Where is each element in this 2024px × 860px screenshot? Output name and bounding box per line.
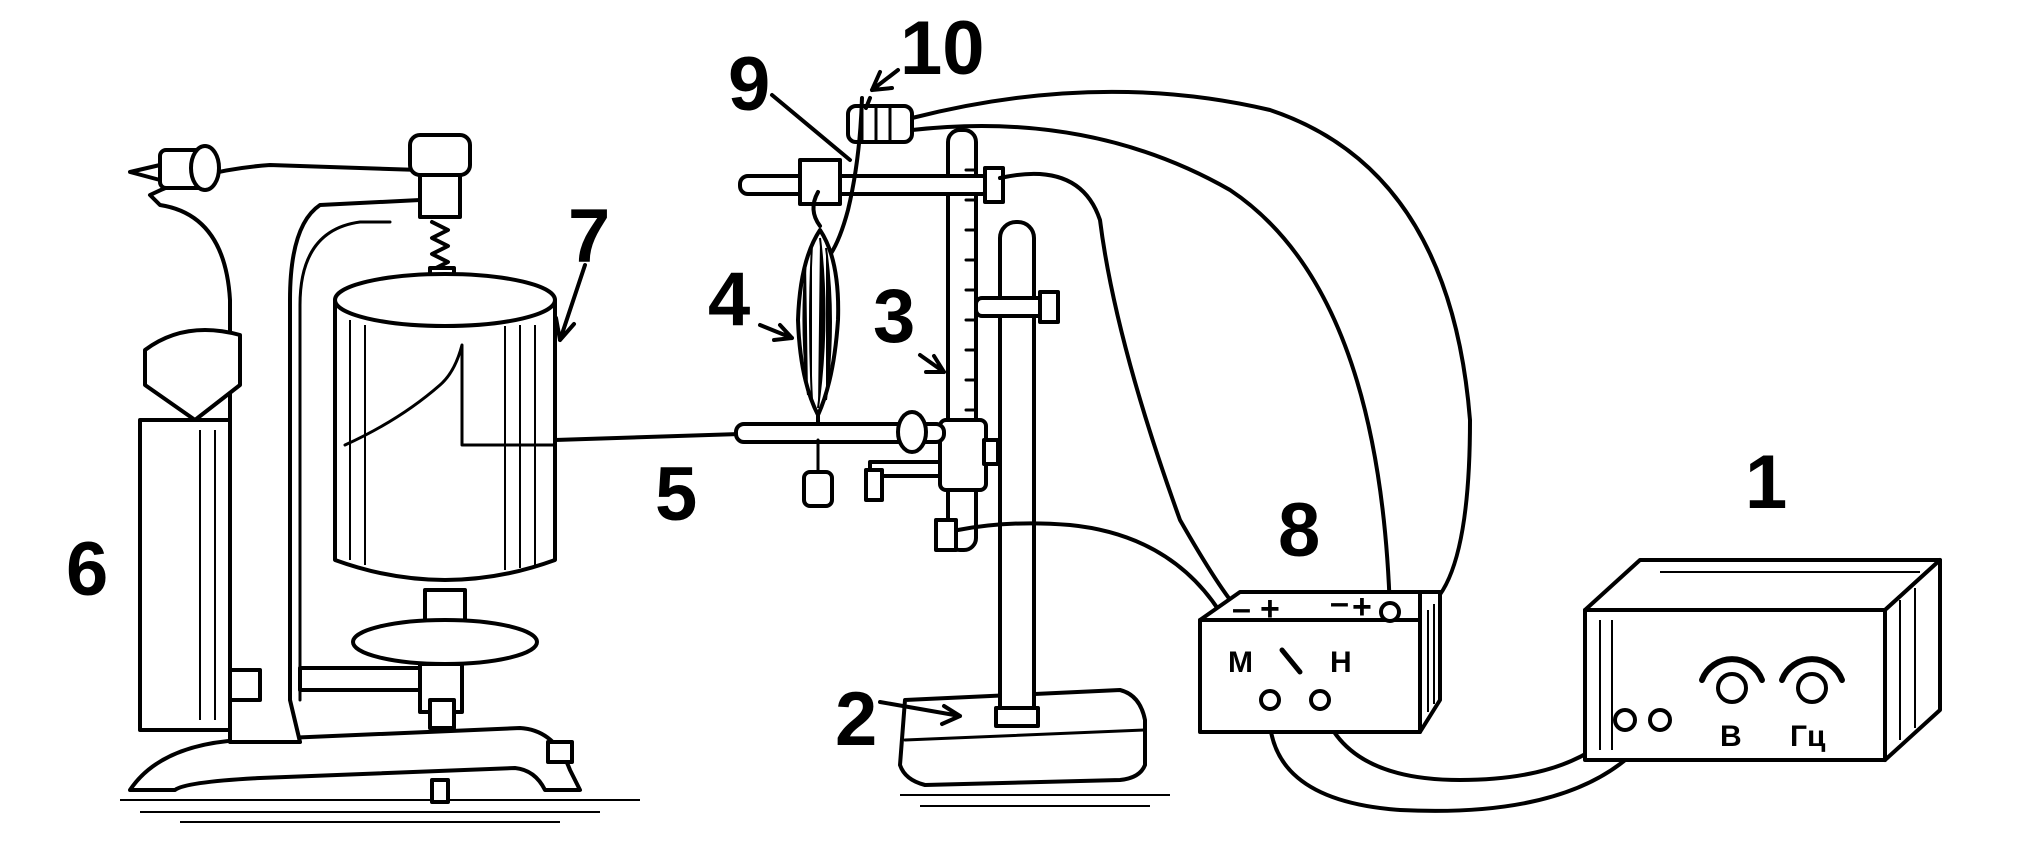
callout-arrows — [554, 68, 962, 726]
stand-rod-foot — [994, 706, 1040, 728]
arrow-2 — [878, 700, 962, 726]
kymograph-trace — [343, 343, 557, 447]
stand-base-top — [903, 728, 1147, 742]
label-8: 8 — [1278, 488, 1320, 573]
upper-arm-bar — [738, 174, 992, 196]
electrode-wire — [828, 96, 864, 257]
muscle-fibers — [802, 237, 832, 409]
kymograph-top-knob — [408, 133, 472, 177]
upper-arm-end-knob — [983, 166, 1005, 204]
stimulator-front — [1198, 618, 1422, 734]
stimulator-switch-icon — [1279, 647, 1303, 675]
label-4: 4 — [708, 257, 750, 342]
muscle-holder-scale — [964, 168, 978, 412]
lever-bar — [734, 422, 946, 444]
label-3: 3 — [873, 274, 915, 359]
kymograph-spindle-thread — [430, 220, 450, 272]
stimulator-top-terminal-1: – — [1232, 590, 1251, 628]
writing-lever — [553, 410, 946, 508]
kymograph-shadow — [120, 799, 640, 823]
kymograph-motor-cap — [143, 328, 242, 422]
stand-shadow — [900, 794, 1170, 807]
stimulator-side — [1418, 590, 1442, 734]
kymograph-frame-inner — [298, 220, 392, 702]
label-2: 2 — [835, 677, 877, 762]
kymograph-motor-coupling — [228, 668, 262, 702]
wire-lever-to-stimulator — [956, 521, 1222, 614]
stand-upper-clamp — [974, 296, 1046, 318]
stimulator-top-terminal-3: – — [1330, 584, 1349, 622]
generator-dial-hertz-scale — [1779, 656, 1845, 683]
stand-upper-clamp-knob — [1038, 290, 1060, 324]
generator-dial-volts-label: В — [1720, 720, 1742, 753]
stand-base — [898, 688, 1147, 787]
stimulator-top-terminal-2: + — [1260, 590, 1280, 628]
stimulator-box: М Н – + – + — [1198, 584, 1442, 734]
upper-arm-clamp — [798, 158, 842, 206]
kymograph-foot-screw — [430, 778, 450, 804]
stimulator-shading — [1427, 604, 1435, 712]
wire-electrode-to-stimulator-1 — [910, 89, 1472, 614]
stand-lower-clamp-screw — [934, 518, 958, 552]
arrow-9 — [770, 93, 852, 162]
label-10: 10 — [900, 6, 985, 91]
label-7: 7 — [568, 194, 610, 279]
muscle-preparation — [796, 190, 841, 434]
wire-stimulator-to-generator-1 — [1267, 698, 1662, 813]
wire-electrode-to-stimulator-2 — [910, 124, 1392, 614]
stimulator-socket-n — [1309, 689, 1331, 711]
stand-lower-clamp — [938, 418, 988, 492]
kymograph-base-knob — [546, 740, 574, 764]
kymograph-drum-top — [333, 272, 557, 328]
arrow-3 — [918, 353, 946, 374]
stimulator-terminal-n: Н — [1330, 646, 1352, 679]
lever-pivot — [896, 410, 928, 454]
generator-socket-2 — [1648, 708, 1672, 732]
generator-dial-hertz-label: Гц — [1790, 720, 1826, 753]
arrow-7 — [554, 263, 587, 342]
generator-side — [1883, 558, 1942, 762]
stimulator-socket-m — [1259, 689, 1281, 711]
generator-shading — [1599, 571, 1920, 750]
label-9: 9 — [728, 42, 770, 127]
load-weight — [802, 470, 834, 508]
stand-clamp-screw-right — [982, 438, 1000, 466]
stimulator-top-terminal-4: + — [1352, 588, 1372, 626]
lab-stand — [898, 128, 1170, 807]
kymograph-motor-shading — [199, 430, 216, 720]
kymograph-regulator-disc — [351, 618, 539, 666]
upper-holder-arm — [738, 96, 1005, 257]
stimulator-top-binding-post — [1379, 601, 1401, 623]
kymograph — [120, 133, 640, 823]
label-6: 6 — [66, 527, 108, 612]
kymograph-pointer-wheel — [189, 144, 221, 192]
generator-top — [1583, 558, 1942, 612]
kymograph-base — [128, 726, 582, 792]
stimulator-terminal-m: М — [1228, 646, 1253, 679]
generator-box: В Гц — [1583, 558, 1942, 762]
electrode-wire-2 — [864, 96, 872, 110]
wire-holder-to-stimulator — [998, 171, 1242, 614]
generator-dial-hertz-knob — [1796, 672, 1828, 704]
kymograph-drive-shaft — [298, 666, 422, 692]
electrode-holder — [846, 104, 914, 144]
kymograph-top-collar — [418, 173, 462, 219]
label-5: 5 — [655, 452, 697, 537]
lever-stylus — [553, 432, 742, 442]
kymograph-motor-housing — [138, 418, 232, 732]
generator-dial-volts-knob — [1716, 672, 1748, 704]
label-1: 1 — [1745, 440, 1787, 525]
arrow-10 — [870, 68, 900, 92]
generator-dial-volts-scale — [1699, 656, 1765, 683]
kymograph-spindle-bottom — [428, 698, 456, 730]
generator-socket-1 — [1613, 708, 1637, 732]
kymograph-drum — [333, 298, 557, 582]
lever-support-screw — [864, 468, 884, 502]
arrow-4 — [758, 323, 794, 342]
muscle-hook-top — [811, 190, 822, 228]
